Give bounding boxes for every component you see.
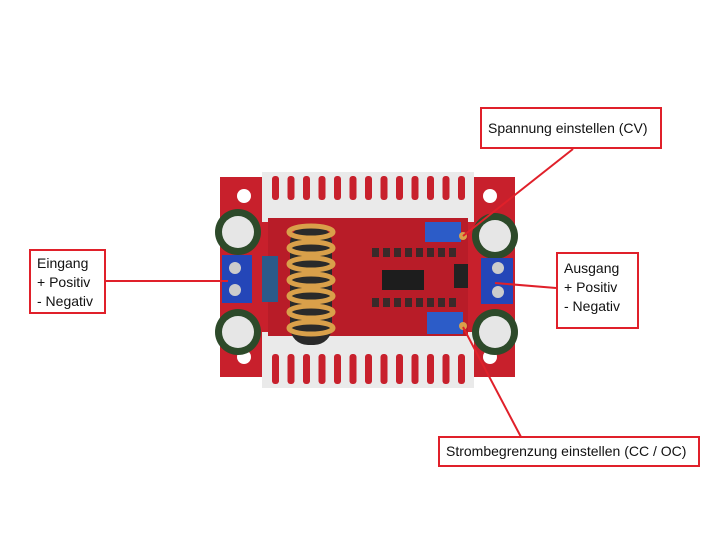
callout-lines xyxy=(105,148,574,438)
capacitors xyxy=(215,209,518,355)
voltage-adjust-text: Spannung einstellen (CV) xyxy=(488,120,648,136)
voltage-potentiometer xyxy=(425,222,461,242)
output-callout-line xyxy=(494,282,557,289)
input-negative: - Negativ xyxy=(37,293,94,309)
output-label: Ausgang + Positiv - Negativ xyxy=(556,252,639,329)
heatsink-bottom xyxy=(262,332,474,388)
current-limit-label: Strombegrenzung einstellen (CC / OC) xyxy=(438,436,700,467)
voltage-callout-line xyxy=(462,148,574,237)
input-terminal xyxy=(222,255,252,303)
output-terminal xyxy=(481,258,513,304)
output-title: Ausgang xyxy=(564,260,620,276)
input-label: Eingang + Positiv - Negativ xyxy=(29,249,106,314)
current-callout-line xyxy=(462,326,522,438)
diode xyxy=(262,256,278,302)
current-limit-text: Strombegrenzung einstellen (CC / OC) xyxy=(446,443,687,459)
input-positive: + Positiv xyxy=(37,274,91,290)
heatsink-top xyxy=(262,172,474,222)
output-negative: - Negativ xyxy=(564,298,621,314)
voltage-adjust-label: Spannung einstellen (CV) xyxy=(480,107,662,149)
inductor-coil xyxy=(286,223,336,345)
shunt-resistor xyxy=(454,264,468,288)
control-ic xyxy=(382,270,424,290)
input-title: Eingang xyxy=(37,255,89,271)
current-potentiometer xyxy=(427,312,463,334)
output-positive: + Positiv xyxy=(564,279,618,295)
